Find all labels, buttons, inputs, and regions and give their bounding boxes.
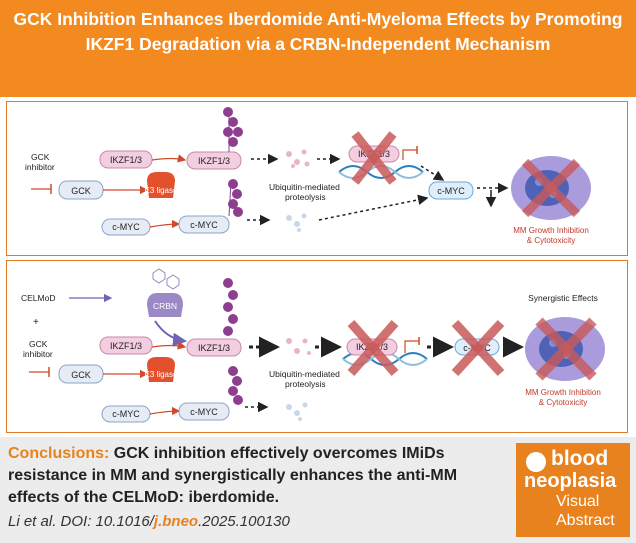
cmyc-fragments-2 [286, 402, 308, 421]
e3-ligase-shape [147, 172, 175, 198]
ikzf-ub-node [186, 151, 242, 170]
ub-chain-ikzf-2 [223, 278, 238, 336]
header-banner: GCK Inhibition Enhances Iberdomide Anti-… [0, 0, 636, 97]
celmod-label: CELMoD [21, 293, 55, 303]
cmyc-right-label: c-MYC [437, 186, 465, 196]
cmyc-ub-node [178, 215, 230, 234]
cmyc-label-2: c-MYC [112, 409, 140, 419]
drug-molecule [152, 268, 180, 290]
ikzf-ub-node-2 [186, 338, 242, 357]
conclusion-text: Conclusions: GCK inhibition effectively … [8, 443, 513, 509]
cite-prefix: Li et al. DOI: 10.1016/ [8, 513, 154, 530]
ikzf-ub-arrow [151, 154, 187, 163]
ikzf-label: IKZF1/3 [110, 155, 142, 165]
cmyc-right-node [428, 181, 474, 200]
ub-chain-cmyc [228, 179, 243, 217]
plus-label: + [33, 317, 39, 328]
logo-neoplasia: neoplasia [524, 470, 617, 492]
cross-cmyc [451, 319, 505, 377]
ikzf-ub-label-2: IKZF1/3 [198, 343, 230, 353]
footer: Conclusions: GCK inhibition effectively … [0, 437, 636, 543]
page-title: GCK Inhibition Enhances Iberdomide Anti-… [13, 9, 623, 54]
logo-blood: blood [551, 447, 609, 470]
cmyc-ub-label-2: c-MYC [190, 407, 218, 417]
cross-mm-cell-2 [535, 317, 597, 381]
citation: Li et al. DOI: 10.1016/j.bneo.2025.10013… [8, 513, 290, 530]
ikzf-ub-label: IKZF1/3 [198, 156, 230, 166]
logo-abstract: Abstract [556, 512, 615, 529]
gck-label: GCK [71, 186, 91, 196]
doi-link[interactable]: j.bneo [153, 513, 199, 530]
dash-arrow-5 [420, 165, 445, 181]
synergy-label: Synergistic Effects [528, 293, 598, 303]
e3-ligase-label-2: E3 ligase [145, 370, 178, 379]
repress-line-2 [404, 340, 419, 353]
cmyc-ub-label: c-MYC [190, 220, 218, 230]
dash-arrow-4 [318, 194, 429, 221]
conclusion-body: GCK inhibition effectively overcomes IMi… [8, 445, 458, 506]
crbn-label: CRBN [153, 301, 177, 311]
cmyc-ub-node-2 [178, 402, 230, 421]
outcome-label: MM Growth Inhibition& Cytotoxicity [513, 226, 589, 245]
ikzf-fragments-2 [286, 338, 311, 355]
cmyc-ub-arrow-2 [149, 406, 181, 416]
ikzf-label-2: IKZF1/3 [110, 341, 142, 351]
crbn-arrow [154, 320, 187, 347]
ub-chain-cmyc-2 [228, 366, 243, 405]
cmyc-ub-arrow [149, 219, 181, 229]
ub-chain-ikzf [223, 107, 243, 147]
cite-suffix: .2025.100130 [198, 513, 290, 530]
conclusion-label: Conclusions: [8, 445, 110, 462]
cross-ikzf-dna [351, 131, 397, 185]
cross-mm-cell [521, 158, 581, 218]
outcome-label-2: MM Growth Inhibition& Cytotoxicity [525, 388, 601, 407]
ikzf-ub-arrow-2 [151, 341, 187, 350]
journal-logo: blood neoplasia Visual Abstract [516, 443, 630, 537]
ikzf-node-2 [99, 336, 153, 355]
ikzf-fragments [286, 149, 310, 168]
cmyc-label: c-MYC [112, 222, 140, 232]
crbn-shape [147, 293, 183, 317]
cross-ikzf-dna-2 [347, 320, 399, 376]
blood-drop-icon [526, 452, 546, 472]
logo-visual: Visual [556, 493, 600, 510]
e3-ligase-shape-2 [147, 357, 175, 382]
e3-ligase-label: E3 ligase [145, 186, 178, 195]
cmyc-fragments [286, 213, 307, 232]
gck-label-2: GCK [71, 370, 91, 380]
repress-line [402, 149, 417, 160]
